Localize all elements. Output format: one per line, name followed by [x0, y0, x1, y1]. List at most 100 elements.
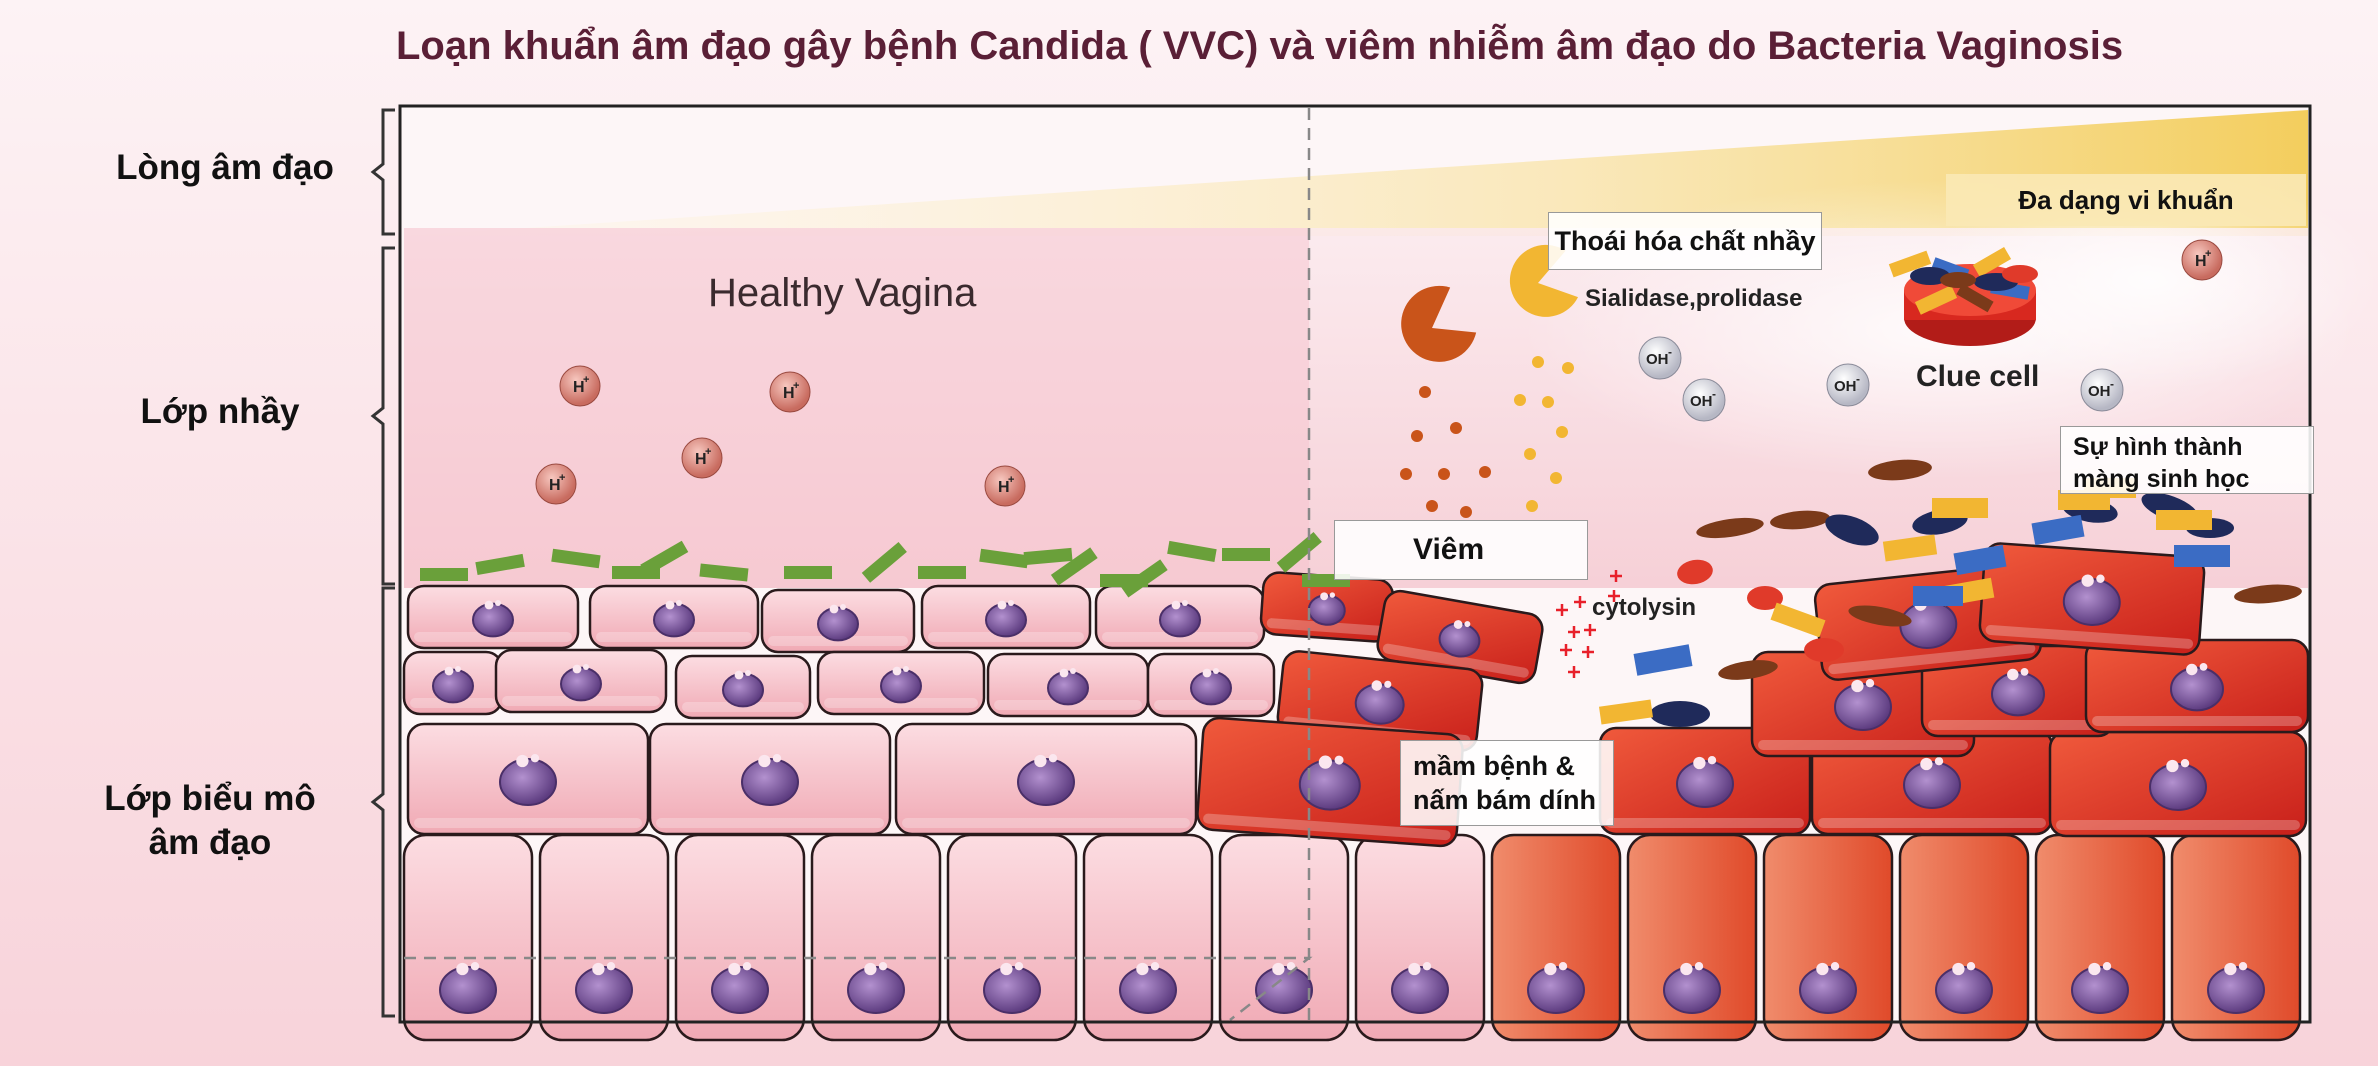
- lactobacilli: [420, 531, 1350, 598]
- microbe: [1882, 534, 1938, 562]
- cell-highlight: [902, 818, 1190, 828]
- nucleolus: [1371, 680, 1383, 691]
- microbe: [1747, 586, 1783, 610]
- microbe: [1825, 514, 1879, 546]
- nucleolus: [1286, 962, 1296, 971]
- mucin-fragment: [1419, 386, 1431, 398]
- epithelial-cell: [1196, 716, 1464, 848]
- epithelial-cell: [406, 584, 580, 650]
- epithelial-cell: [494, 648, 668, 714]
- enzyme-pacman-icon: [1509, 244, 1579, 317]
- mucin-fragment: [1556, 426, 1568, 438]
- epithelial-cell: [1094, 584, 1266, 650]
- enzymes-label: Sialidase,prolidase: [1585, 285, 1802, 312]
- h-ion: H+: [681, 437, 723, 479]
- h-ion-bubble: [681, 437, 723, 479]
- nucleus: [439, 966, 497, 1014]
- layer-label-epithelium-line2: âm đạo: [148, 823, 272, 862]
- nucleolus: [1952, 962, 1965, 976]
- h-ion-bubble: [535, 463, 577, 505]
- nucleolus: [572, 664, 582, 674]
- clue-bacterium: [1910, 267, 1950, 285]
- nucleolus: [1453, 620, 1463, 629]
- microbe: [2031, 514, 2085, 546]
- nucleolus: [728, 962, 741, 976]
- nucleolus: [903, 666, 909, 672]
- epithelial-cell: [674, 654, 812, 720]
- nucleolus: [1464, 621, 1471, 628]
- adhesion-label-line1: mầm bệnh &: [1413, 751, 1576, 781]
- basal-cell: [538, 833, 670, 1042]
- nucleolus: [2020, 668, 2029, 676]
- nucleolus: [2007, 668, 2019, 681]
- h-ion-label: H: [695, 451, 707, 468]
- nucleolus: [592, 962, 605, 976]
- h-ions: H+H+H+H+H+H+: [535, 239, 2223, 507]
- oh-ion: OH-: [1638, 336, 1682, 380]
- nucleolus: [878, 962, 888, 971]
- nucleus: [983, 966, 1041, 1014]
- brace-lumen: [370, 108, 395, 236]
- oh-ion-charge: -: [1856, 372, 1860, 386]
- microbe: [1913, 586, 1963, 606]
- oh-ion-label: OH: [1690, 393, 1713, 410]
- clue-bacterium: [1888, 250, 1932, 278]
- nucleolus: [516, 754, 529, 768]
- mucin-fragment: [1426, 500, 1438, 512]
- mucin-fragment: [1438, 468, 1450, 480]
- nucleolus: [1048, 754, 1058, 763]
- oh-ion-charge: -: [2110, 377, 2114, 391]
- biofilm-label-line1: Sự hình thành: [2073, 433, 2243, 461]
- microbe: [2234, 584, 2302, 604]
- nucleolus: [1408, 962, 1421, 976]
- nucleus: [1527, 966, 1585, 1014]
- nucleolus: [1966, 962, 1976, 971]
- basal-cell-membrane: [1490, 833, 1622, 1042]
- oh-ion-bubble: [1638, 336, 1682, 380]
- cell-highlight: [656, 818, 884, 828]
- h-ion-charge: +: [1008, 474, 1014, 486]
- nucleolus: [2081, 574, 2094, 587]
- layer-label-lumen: Lòng âm đạo: [116, 148, 334, 187]
- epithelial-cell: [588, 584, 760, 650]
- lactobacillus: [420, 568, 468, 581]
- nucleus: [711, 966, 769, 1014]
- nucleolus: [1816, 962, 1829, 976]
- nucleolus: [742, 962, 752, 971]
- biofilm-label-line2: màng sinh học: [2073, 465, 2250, 493]
- nucleus: [1047, 670, 1089, 706]
- inflammation-box: Viêm: [1334, 520, 1588, 580]
- nucleolus: [1059, 668, 1069, 678]
- nucleolus: [665, 600, 675, 610]
- nucleus: [1119, 966, 1177, 1014]
- nucleus: [1255, 966, 1313, 1014]
- basal-cell-layer: [402, 833, 2302, 1042]
- clue-cell-icon: [1888, 246, 2038, 346]
- epithelial-cell: [1978, 542, 2206, 656]
- clue-bacterium: [2002, 265, 2038, 283]
- nucleolus: [1334, 755, 1344, 765]
- basal-cell: [1626, 833, 1758, 1042]
- h-ion-charge: +: [705, 446, 711, 458]
- h-ion: H+: [535, 463, 577, 505]
- nucleus: [2170, 666, 2224, 712]
- nucleolus: [606, 962, 616, 971]
- nucleus: [741, 758, 799, 806]
- oh-ion-bubble: [1682, 378, 1726, 422]
- h-ion-bubble: [2181, 239, 2223, 281]
- nucleolus: [455, 666, 461, 672]
- epithelial-cell: [648, 722, 892, 836]
- nucleolus: [2224, 962, 2237, 976]
- healthy-vagina-label: Healthy Vagina: [708, 271, 977, 315]
- clue-cell-label: Clue cell: [1916, 360, 2039, 393]
- epithelial-cell: [406, 722, 650, 836]
- nucleus: [847, 966, 905, 1014]
- nucleolus: [2199, 663, 2208, 671]
- nucleus: [575, 966, 633, 1014]
- clue-cell-bacteria: [1888, 246, 2038, 315]
- nucleolus: [1150, 962, 1160, 971]
- nucleus: [432, 668, 474, 704]
- epithelial-cell: [920, 584, 1092, 650]
- mucin-fragment: [1550, 472, 1562, 484]
- microbe: [1848, 605, 1912, 627]
